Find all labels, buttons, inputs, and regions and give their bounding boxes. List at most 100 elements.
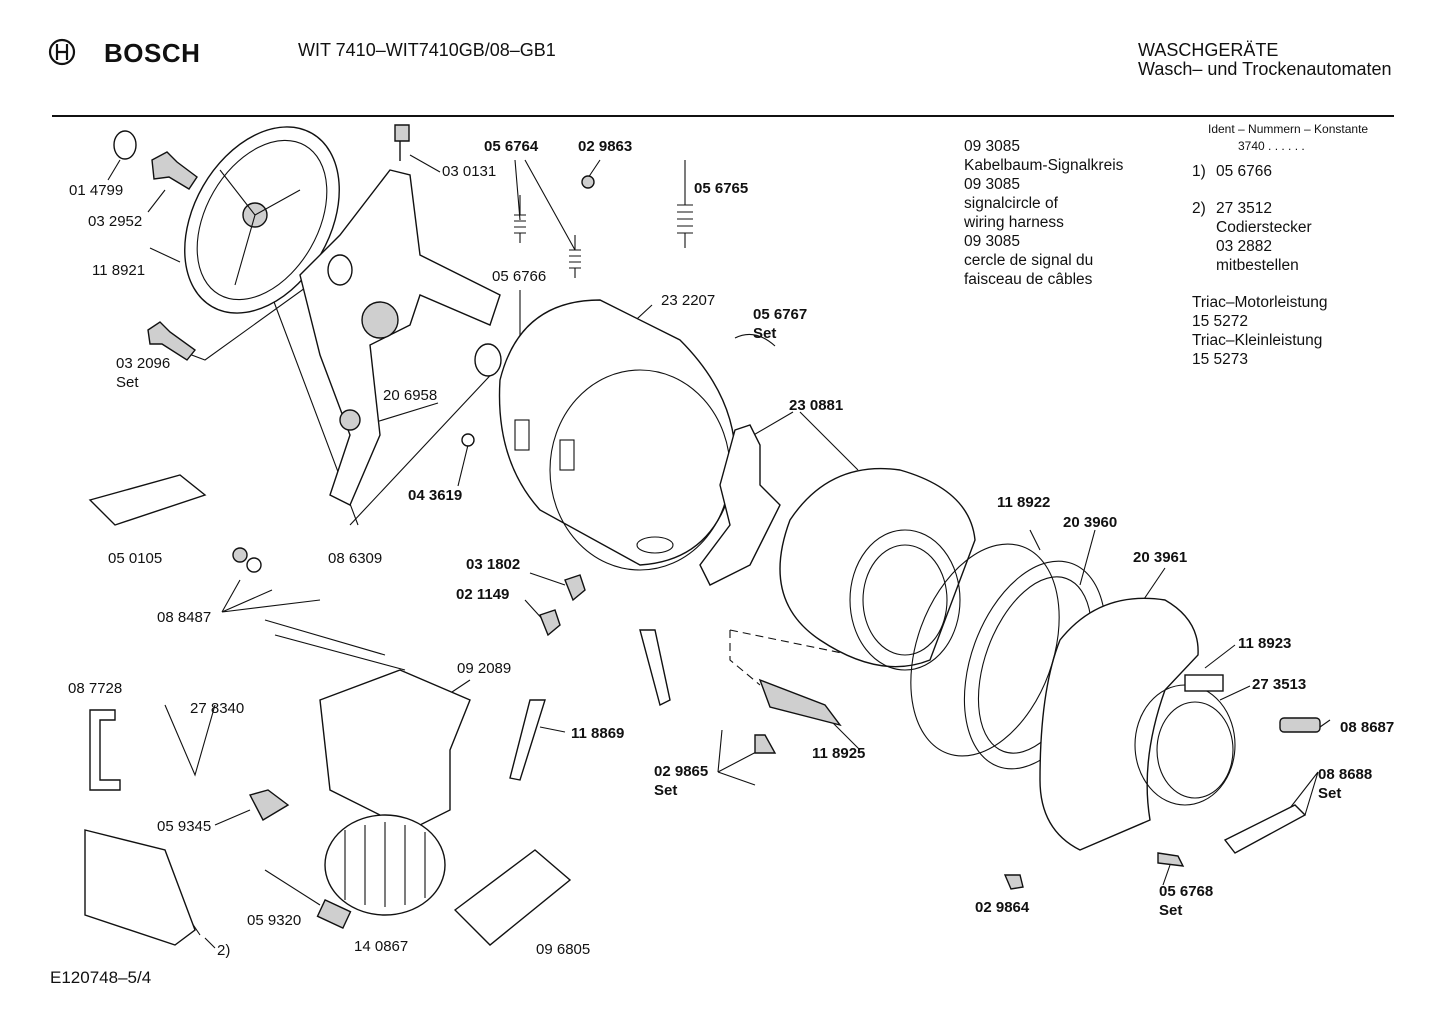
part-label: 02 1149 bbox=[456, 586, 510, 603]
washer-drawing bbox=[246, 557, 262, 573]
nut-drawing bbox=[232, 547, 248, 563]
wiring-loom-drawing bbox=[89, 709, 121, 791]
pin-set-drawing bbox=[754, 734, 777, 754]
part-label: 08 7728 bbox=[68, 680, 123, 697]
part-label: 11 8869 bbox=[571, 725, 625, 742]
header-divider bbox=[52, 115, 1394, 117]
part-label: 11 8923 bbox=[1238, 635, 1292, 652]
part-label: Set bbox=[1159, 902, 1183, 919]
clamp-drawing bbox=[1003, 874, 1024, 890]
drum-spider-bracket-drawing bbox=[299, 169, 501, 506]
part-label: 08 8487 bbox=[157, 609, 212, 626]
part-label: 03 0131 bbox=[442, 163, 497, 180]
part-label: 08 8688 bbox=[1318, 766, 1373, 783]
motor-cover-drawing bbox=[319, 669, 471, 831]
seal-ring-drawing bbox=[461, 433, 475, 447]
bearing-drawing bbox=[327, 254, 353, 286]
ident-value: 3740 . . . . . . bbox=[1238, 139, 1305, 153]
ident-item-1-text: 05 6766 bbox=[1216, 163, 1273, 180]
part-label: 03 2096 bbox=[116, 355, 171, 372]
part-label: 23 2207 bbox=[661, 292, 716, 309]
bearing-2-drawing bbox=[474, 343, 502, 377]
control-module-drawing bbox=[84, 829, 196, 946]
harness-note-line-8: faisceau de câbles bbox=[964, 271, 1093, 288]
part-label: 05 0105 bbox=[108, 550, 163, 567]
tub-drawing bbox=[498, 299, 737, 571]
triac-line-3: Triac–Kleinleistung bbox=[1192, 332, 1323, 349]
part-label: 09 6805 bbox=[536, 941, 591, 958]
drive-pulley-drawing bbox=[184, 126, 340, 314]
harness-note-line-2: Kabelbaum-Signalkreis bbox=[964, 157, 1124, 174]
part-label: 02 9864 bbox=[975, 899, 1030, 916]
part-label: 05 9320 bbox=[247, 912, 302, 929]
part-label: 08 6309 bbox=[328, 550, 383, 567]
part-label: 11 8922 bbox=[997, 494, 1051, 511]
model-number: WIT 7410–WIT7410GB/08–GB1 bbox=[298, 40, 556, 60]
ident-item-2-line-1: 27 3512 bbox=[1216, 200, 1273, 217]
harness-note-line-6: 09 3085 bbox=[964, 233, 1021, 250]
part-label: 03 2952 bbox=[88, 213, 143, 230]
screw-drawing bbox=[394, 124, 410, 161]
spring-1-drawing bbox=[514, 195, 526, 243]
part-label: 03 1802 bbox=[466, 556, 521, 573]
part-label: 27 3513 bbox=[1252, 676, 1307, 693]
hose-clip-drawing bbox=[734, 333, 776, 347]
ident-title: Ident – Nummern – Konstante bbox=[1208, 122, 1369, 136]
document-number: E120748–5/4 bbox=[50, 968, 152, 987]
part-label: 08 8687 bbox=[1340, 719, 1395, 736]
harness-note-line-5: wiring harness bbox=[964, 214, 1064, 231]
harness-note-line-4: signalcircle of bbox=[964, 195, 1058, 212]
part-label: 05 9345 bbox=[157, 818, 212, 835]
part-label: 20 6958 bbox=[383, 387, 438, 404]
part-label: 05 6768 bbox=[1159, 883, 1214, 900]
shock-absorber-1-drawing bbox=[639, 629, 671, 707]
sensor-2-drawing bbox=[539, 609, 561, 637]
ident-item-2-line-4: mitbestellen bbox=[1216, 257, 1299, 274]
harness-note-line-1: 09 3085 bbox=[964, 138, 1021, 155]
part-label: 27 8340 bbox=[190, 700, 245, 717]
part-label: Set bbox=[753, 325, 777, 342]
shock-absorber-2-drawing bbox=[509, 699, 546, 781]
part-label: 05 6766 bbox=[492, 268, 547, 285]
part-label: Set bbox=[1318, 785, 1342, 802]
part-label: 20 3961 bbox=[1133, 549, 1188, 566]
bosch-logo-icon bbox=[48, 38, 76, 66]
cover-plate-drawing bbox=[1279, 717, 1321, 733]
motor-drawing bbox=[324, 814, 446, 916]
belt-drawing bbox=[164, 704, 216, 777]
part-label: 23 0881 bbox=[789, 397, 844, 414]
part-label: 14 0867 bbox=[354, 938, 409, 955]
part-label: 05 6765 bbox=[694, 180, 749, 197]
filter-drawing bbox=[758, 678, 842, 727]
part-label: 11 8925 bbox=[812, 745, 866, 762]
part-label: 05 6767 bbox=[753, 306, 808, 323]
triac-line-4: 15 5273 bbox=[1192, 351, 1249, 368]
clip-drawing bbox=[581, 175, 595, 189]
bolt-drawing bbox=[151, 151, 198, 190]
part-label: 02 9865 bbox=[654, 763, 709, 780]
part-label: 05 6764 bbox=[484, 138, 539, 155]
ident-item-1-number: 1) bbox=[1192, 163, 1206, 180]
bracket-set-drawing bbox=[1223, 804, 1307, 854]
part-label: 09 2089 bbox=[457, 660, 512, 677]
pump-bolt-drawing bbox=[248, 789, 290, 821]
category-subtitle: Wasch– und Trockenautomaten bbox=[1138, 59, 1392, 79]
bolt-set-drawing bbox=[147, 321, 197, 361]
module-drawing bbox=[88, 474, 207, 526]
spring-2-drawing bbox=[569, 235, 581, 278]
part-label: Set bbox=[654, 782, 678, 799]
ident-item-2-number: 2) bbox=[1192, 200, 1206, 217]
grommet-drawing bbox=[1184, 674, 1224, 692]
part-label: 01 4799 bbox=[69, 182, 124, 199]
ident-item-2-line-3: 03 2882 bbox=[1216, 238, 1273, 255]
part-label: 11 8921 bbox=[92, 262, 146, 279]
carbon-brush-drawing bbox=[316, 898, 352, 930]
ident-item-2-line-2: Codierstecker bbox=[1216, 219, 1312, 236]
part-label: 04 3619 bbox=[408, 487, 463, 504]
triac-line-1: Triac–Motorleistung bbox=[1192, 294, 1328, 311]
spring-3-drawing bbox=[677, 160, 693, 248]
part-label: 02 9863 bbox=[578, 138, 633, 155]
bearing-ring-drawing bbox=[113, 130, 137, 160]
triac-line-2: 15 5272 bbox=[1192, 313, 1249, 330]
